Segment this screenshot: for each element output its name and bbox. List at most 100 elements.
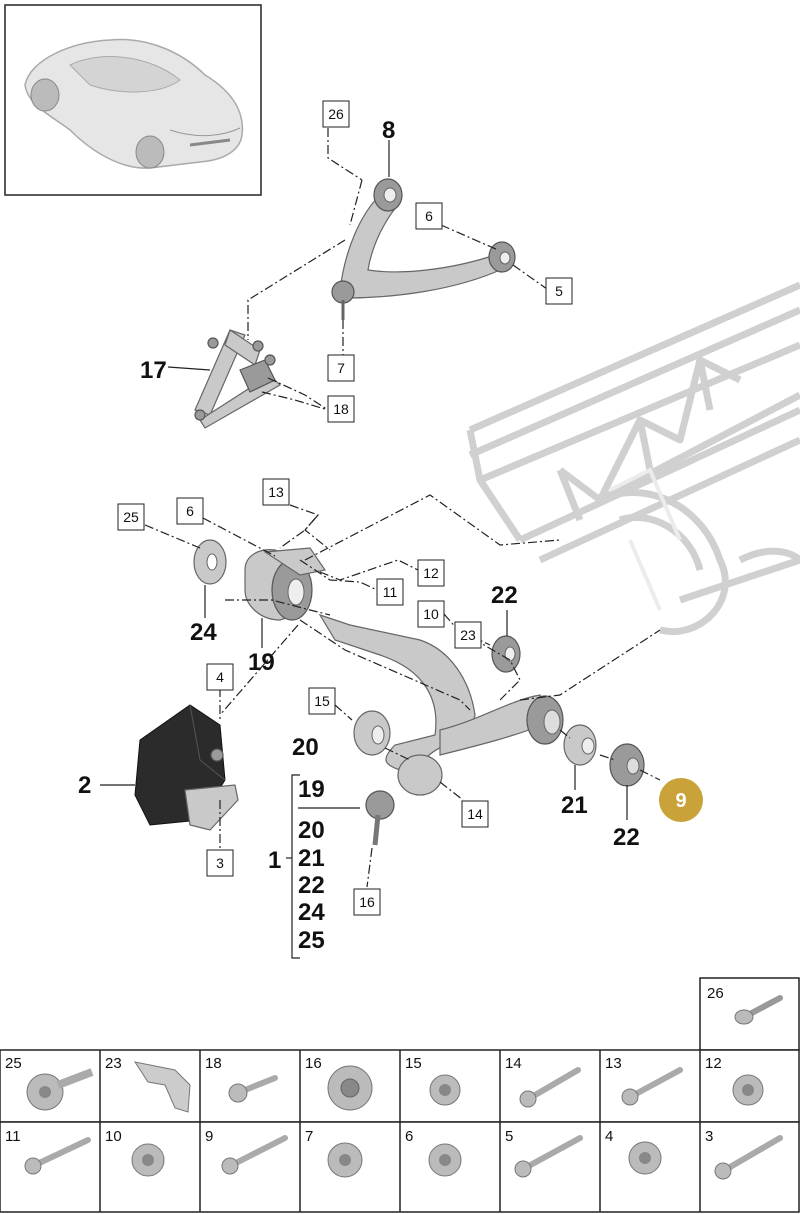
- label-24: 24: [190, 619, 217, 646]
- box-14[interactable]: 14: [461, 800, 489, 828]
- box-10[interactable]: 10: [417, 600, 445, 628]
- bushing-22-upper: [491, 635, 521, 673]
- box-16[interactable]: 16: [353, 888, 381, 916]
- box-12[interactable]: 12: [417, 559, 445, 587]
- assembly-item: 22: [298, 872, 325, 899]
- bolt-icon: [228, 1075, 278, 1103]
- table-cell-label: 25: [5, 1055, 22, 1072]
- bolt-icon: [519, 1067, 581, 1108]
- table-cell-label: 11: [5, 1128, 21, 1145]
- boxed-labels: 26 6 5 7 18 13 25 6 12 11 10 23 4 15 14 …: [117, 100, 573, 916]
- box-15[interactable]: 15: [308, 687, 336, 715]
- level-sensor-linkage: [194, 329, 281, 429]
- table-cell-label: 15: [405, 1055, 422, 1072]
- highlight-callout-9[interactable]: 9: [659, 778, 703, 822]
- table-cell-label: 18: [205, 1055, 222, 1072]
- bold-labels: 8 17 22 24 19 20 2 21 22 1: [78, 117, 640, 874]
- box-6-lower-text: 6: [186, 503, 194, 519]
- assembly-item: 25: [298, 927, 325, 954]
- bolt-icon: [514, 1135, 583, 1178]
- stone-guard-2: [134, 704, 239, 831]
- table-cell-label: 3: [705, 1128, 713, 1145]
- box-10-text: 10: [423, 606, 439, 622]
- box-7[interactable]: 7: [327, 354, 355, 382]
- label-2: 2: [78, 772, 91, 799]
- box-6-upper[interactable]: 6: [415, 202, 443, 230]
- label-8: 8: [382, 117, 395, 144]
- assembly-item: 19: [298, 776, 325, 803]
- box-15-text: 15: [314, 693, 330, 709]
- table-cell-label: 7: [305, 1128, 313, 1145]
- assembly-bracket: [286, 774, 300, 959]
- box-23[interactable]: 23: [454, 621, 482, 649]
- bushing-21: [563, 724, 597, 766]
- box-13-text: 13: [268, 484, 284, 500]
- box-13[interactable]: 13: [262, 478, 290, 506]
- bolt-icon: [24, 1137, 91, 1175]
- plate-icon: [133, 1061, 191, 1113]
- box-25[interactable]: 25: [117, 503, 145, 531]
- nut-icon: [628, 1141, 662, 1175]
- assembly-item: 24: [298, 899, 325, 926]
- vehicle-thumbnail: [4, 4, 262, 196]
- bolt-icon: [714, 1135, 783, 1180]
- label-21: 21: [561, 792, 588, 819]
- flange-nut-icon: [428, 1143, 462, 1177]
- label-20: 20: [292, 734, 319, 761]
- table-cell-label: 9: [205, 1128, 213, 1145]
- assembly-list: 19 20 21 22 24 25: [298, 776, 325, 954]
- washer-24: [193, 539, 227, 585]
- bolt-icon: [734, 995, 783, 1025]
- assembly-item: 21: [298, 845, 325, 872]
- box-18[interactable]: 18: [327, 395, 355, 423]
- box-26[interactable]: 26: [322, 100, 350, 128]
- box-3[interactable]: 3: [206, 849, 234, 877]
- box-18-text: 18: [333, 401, 349, 417]
- upper-control-arm: [331, 178, 516, 320]
- table-cell-label: 13: [605, 1055, 622, 1072]
- table-cell-label: 10: [105, 1128, 122, 1145]
- label-1: 1: [268, 847, 281, 874]
- label-17: 17: [140, 357, 167, 384]
- box-4-text: 4: [216, 669, 224, 685]
- bushing-22-lower: [609, 743, 645, 787]
- parts-table: 26 25 23 18 16 15 14 13 12 11 10 9 7 6 5…: [0, 977, 800, 1213]
- flange-nut-icon: [327, 1142, 363, 1178]
- box-14-text: 14: [467, 806, 483, 822]
- box-25-text: 25: [123, 509, 139, 525]
- box-12-text: 12: [423, 565, 439, 581]
- flange-nut-icon: [429, 1074, 461, 1106]
- box-3-text: 3: [216, 855, 224, 871]
- table-cell-label: 26: [707, 985, 724, 1002]
- bolt-icon: [221, 1135, 288, 1175]
- castle-nut-icon: [327, 1065, 373, 1111]
- box-11[interactable]: 11: [376, 578, 404, 606]
- subframe: [466, 281, 800, 635]
- box-5-text: 5: [555, 283, 563, 299]
- box-26-text: 26: [328, 106, 344, 122]
- table-cell-label: 23: [105, 1055, 122, 1072]
- eccentric-bolt-icon: [26, 1068, 94, 1111]
- callout-9-text: 9: [675, 790, 686, 812]
- flange-nut-icon: [732, 1074, 764, 1106]
- bolt-icon: [621, 1067, 683, 1106]
- box-16-text: 16: [359, 894, 375, 910]
- label-22-lower: 22: [613, 824, 640, 851]
- box-4[interactable]: 4: [206, 663, 234, 691]
- nut-icon: [131, 1143, 165, 1177]
- box-11-text: 11: [383, 584, 398, 600]
- bushing-19: [244, 547, 327, 621]
- label-19: 19: [248, 649, 275, 676]
- table-cell-label: 16: [305, 1055, 322, 1072]
- table-cell-label: 4: [605, 1128, 613, 1145]
- box-6-lower[interactable]: 6: [176, 497, 204, 525]
- table-cell-label: 14: [505, 1055, 522, 1072]
- bushing-20: [353, 710, 391, 756]
- box-23-text: 23: [460, 627, 476, 643]
- label-22-upper: 22: [491, 582, 518, 609]
- lower-control-arm: [318, 613, 564, 846]
- box-5[interactable]: 5: [545, 277, 573, 305]
- box-7-text: 7: [337, 360, 345, 376]
- box-6-upper-text: 6: [425, 208, 433, 224]
